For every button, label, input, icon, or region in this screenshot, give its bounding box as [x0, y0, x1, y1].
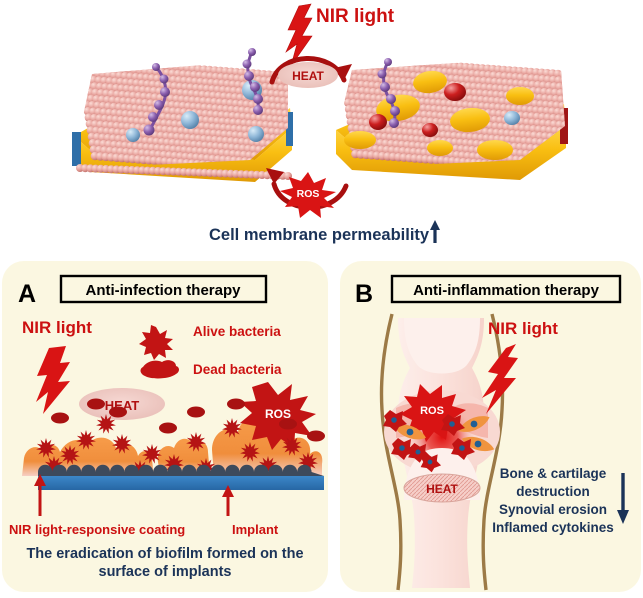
glycoprotein-chain — [143, 63, 170, 136]
dead-bacteria — [159, 422, 177, 434]
panel-a-legend: Alive bacteria Dead bacteria — [139, 324, 282, 379]
panel-a-ros-starburst — [240, 382, 316, 450]
panel-a-nir-bolt — [36, 346, 70, 414]
panel-b-outcome-2: Synovial erosion — [499, 502, 607, 517]
implant-assembly — [38, 464, 324, 490]
panel-b-down-arrow — [617, 473, 629, 524]
panel-a-conclusion-line2: surface of implants — [99, 564, 232, 580]
nir-light-bolt-top — [285, 3, 313, 67]
panel-b-outcome-0: Bone & cartilage — [500, 466, 607, 481]
glycoprotein-chain — [242, 48, 263, 115]
panel-a-letter: A — [18, 280, 36, 308]
cell-nucleus — [459, 445, 465, 451]
dead-bacteria — [187, 406, 205, 418]
lipid-head — [283, 122, 288, 132]
cell-nucleus — [474, 440, 482, 448]
alive-bacteria — [60, 445, 80, 465]
panel-b-title: Anti-inflammation therapy — [413, 282, 600, 299]
coating-annotation-label: NIR light-responsive coating — [9, 522, 185, 537]
dead-bacteria — [51, 412, 69, 424]
panel-b-nir-label: NIR light — [488, 319, 558, 338]
nir-light-label-top: NIR light — [316, 6, 395, 27]
glycoprotein-chain — [377, 58, 400, 128]
cell-nucleus — [406, 428, 414, 436]
cell-nucleus — [415, 449, 421, 455]
panel-b-title-box — [390, 274, 622, 304]
joint-outline-left — [379, 313, 403, 591]
panel-a-conclusion-line1: The eradication of biofilm formed on the — [26, 546, 303, 562]
panel-b-heat-badge — [403, 473, 481, 503]
panel-b: B Anti-inflammation therapy HEAT ROS — [340, 261, 641, 592]
panel-b-outcome-3: Inflamed cytokines — [492, 520, 614, 535]
joint-diagram: HEAT ROS — [379, 313, 505, 591]
dead-bacteria-icon — [140, 360, 179, 379]
dead-bacteria — [227, 398, 245, 410]
implant-bar — [38, 476, 324, 490]
coating-annotation-arrow — [34, 474, 46, 516]
implant-annotation-label: Implant — [232, 522, 279, 537]
membrane-protein — [248, 126, 264, 142]
lipid-head — [560, 114, 565, 124]
panel-a-title-box — [59, 274, 268, 304]
ros-label-top: ROS — [297, 188, 320, 200]
cell-nucleus — [427, 459, 433, 465]
alive-bacteria — [96, 414, 116, 434]
heat-badge-top — [278, 62, 338, 88]
ros-arrow-head — [266, 168, 284, 184]
permeability-caption: Cell membrane permeability — [209, 226, 430, 244]
panel-a: A Anti-infection therapy NIR light Alive… — [2, 261, 328, 592]
alive-bacteria — [282, 436, 302, 456]
alive-bacteria — [112, 434, 132, 454]
right-cell-membrane-disrupted — [336, 56, 568, 180]
panel-a-nir-label: NIR light — [22, 318, 92, 337]
alive-bacteria-icon — [139, 325, 173, 360]
damaged-protein — [369, 83, 520, 137]
ros-starburst-top — [280, 172, 336, 218]
lipid-head — [559, 108, 565, 117]
dead-bacteria — [87, 398, 105, 410]
alive-bacteria — [186, 432, 206, 452]
panel-a-title: Anti-infection therapy — [85, 282, 241, 299]
cell-nucleus — [399, 445, 405, 451]
implant-annotation-arrow — [222, 485, 234, 516]
lipid-head — [560, 120, 565, 130]
panel-b-letter: B — [355, 280, 373, 308]
left-membrane-edge-blue-right — [286, 112, 293, 146]
heat-label-top: HEAT — [292, 69, 324, 83]
nir-responsive-coating — [38, 464, 324, 476]
alive-bacteria — [36, 438, 56, 458]
panel-a-ros-label: ROS — [265, 407, 291, 421]
left-membrane-edge-blue — [72, 132, 81, 166]
cell-nucleus — [449, 421, 455, 427]
dead-bacteria — [307, 430, 325, 442]
biofilm-mound-right — [212, 417, 323, 476]
inflammatory-cells — [383, 410, 495, 473]
lipid-head — [282, 116, 288, 125]
lipid-head — [282, 84, 288, 94]
panel-b-ros-label: ROS — [420, 405, 444, 417]
lipid-head — [283, 90, 288, 100]
left-lower-leaflet — [76, 164, 292, 180]
alive-bacteria — [76, 430, 96, 450]
dead-bacteria — [109, 406, 127, 418]
legend-alive-label: Alive bacteria — [193, 324, 281, 339]
alive-bacteria — [240, 442, 260, 462]
dead-bacteria — [279, 418, 297, 430]
panel-b-outcome-1: destruction — [516, 484, 590, 499]
alive-bacteria — [222, 418, 242, 438]
lipid-head — [284, 97, 288, 106]
alive-bacteria — [142, 444, 162, 464]
legend-dead-label: Dead bacteria — [193, 362, 282, 377]
cell-nucleus — [391, 417, 397, 423]
panel-a-heat-badge — [79, 388, 165, 420]
upper-bone-head — [404, 318, 480, 374]
cell-nucleus — [470, 420, 478, 428]
membrane-protein — [126, 128, 140, 142]
membrane-protein — [181, 111, 199, 129]
panel-b-heat-label: HEAT — [426, 482, 458, 496]
panel-b-nir-bolt — [482, 344, 518, 414]
heat-arrow-head — [334, 64, 352, 80]
permeability-up-arrow — [430, 220, 440, 243]
